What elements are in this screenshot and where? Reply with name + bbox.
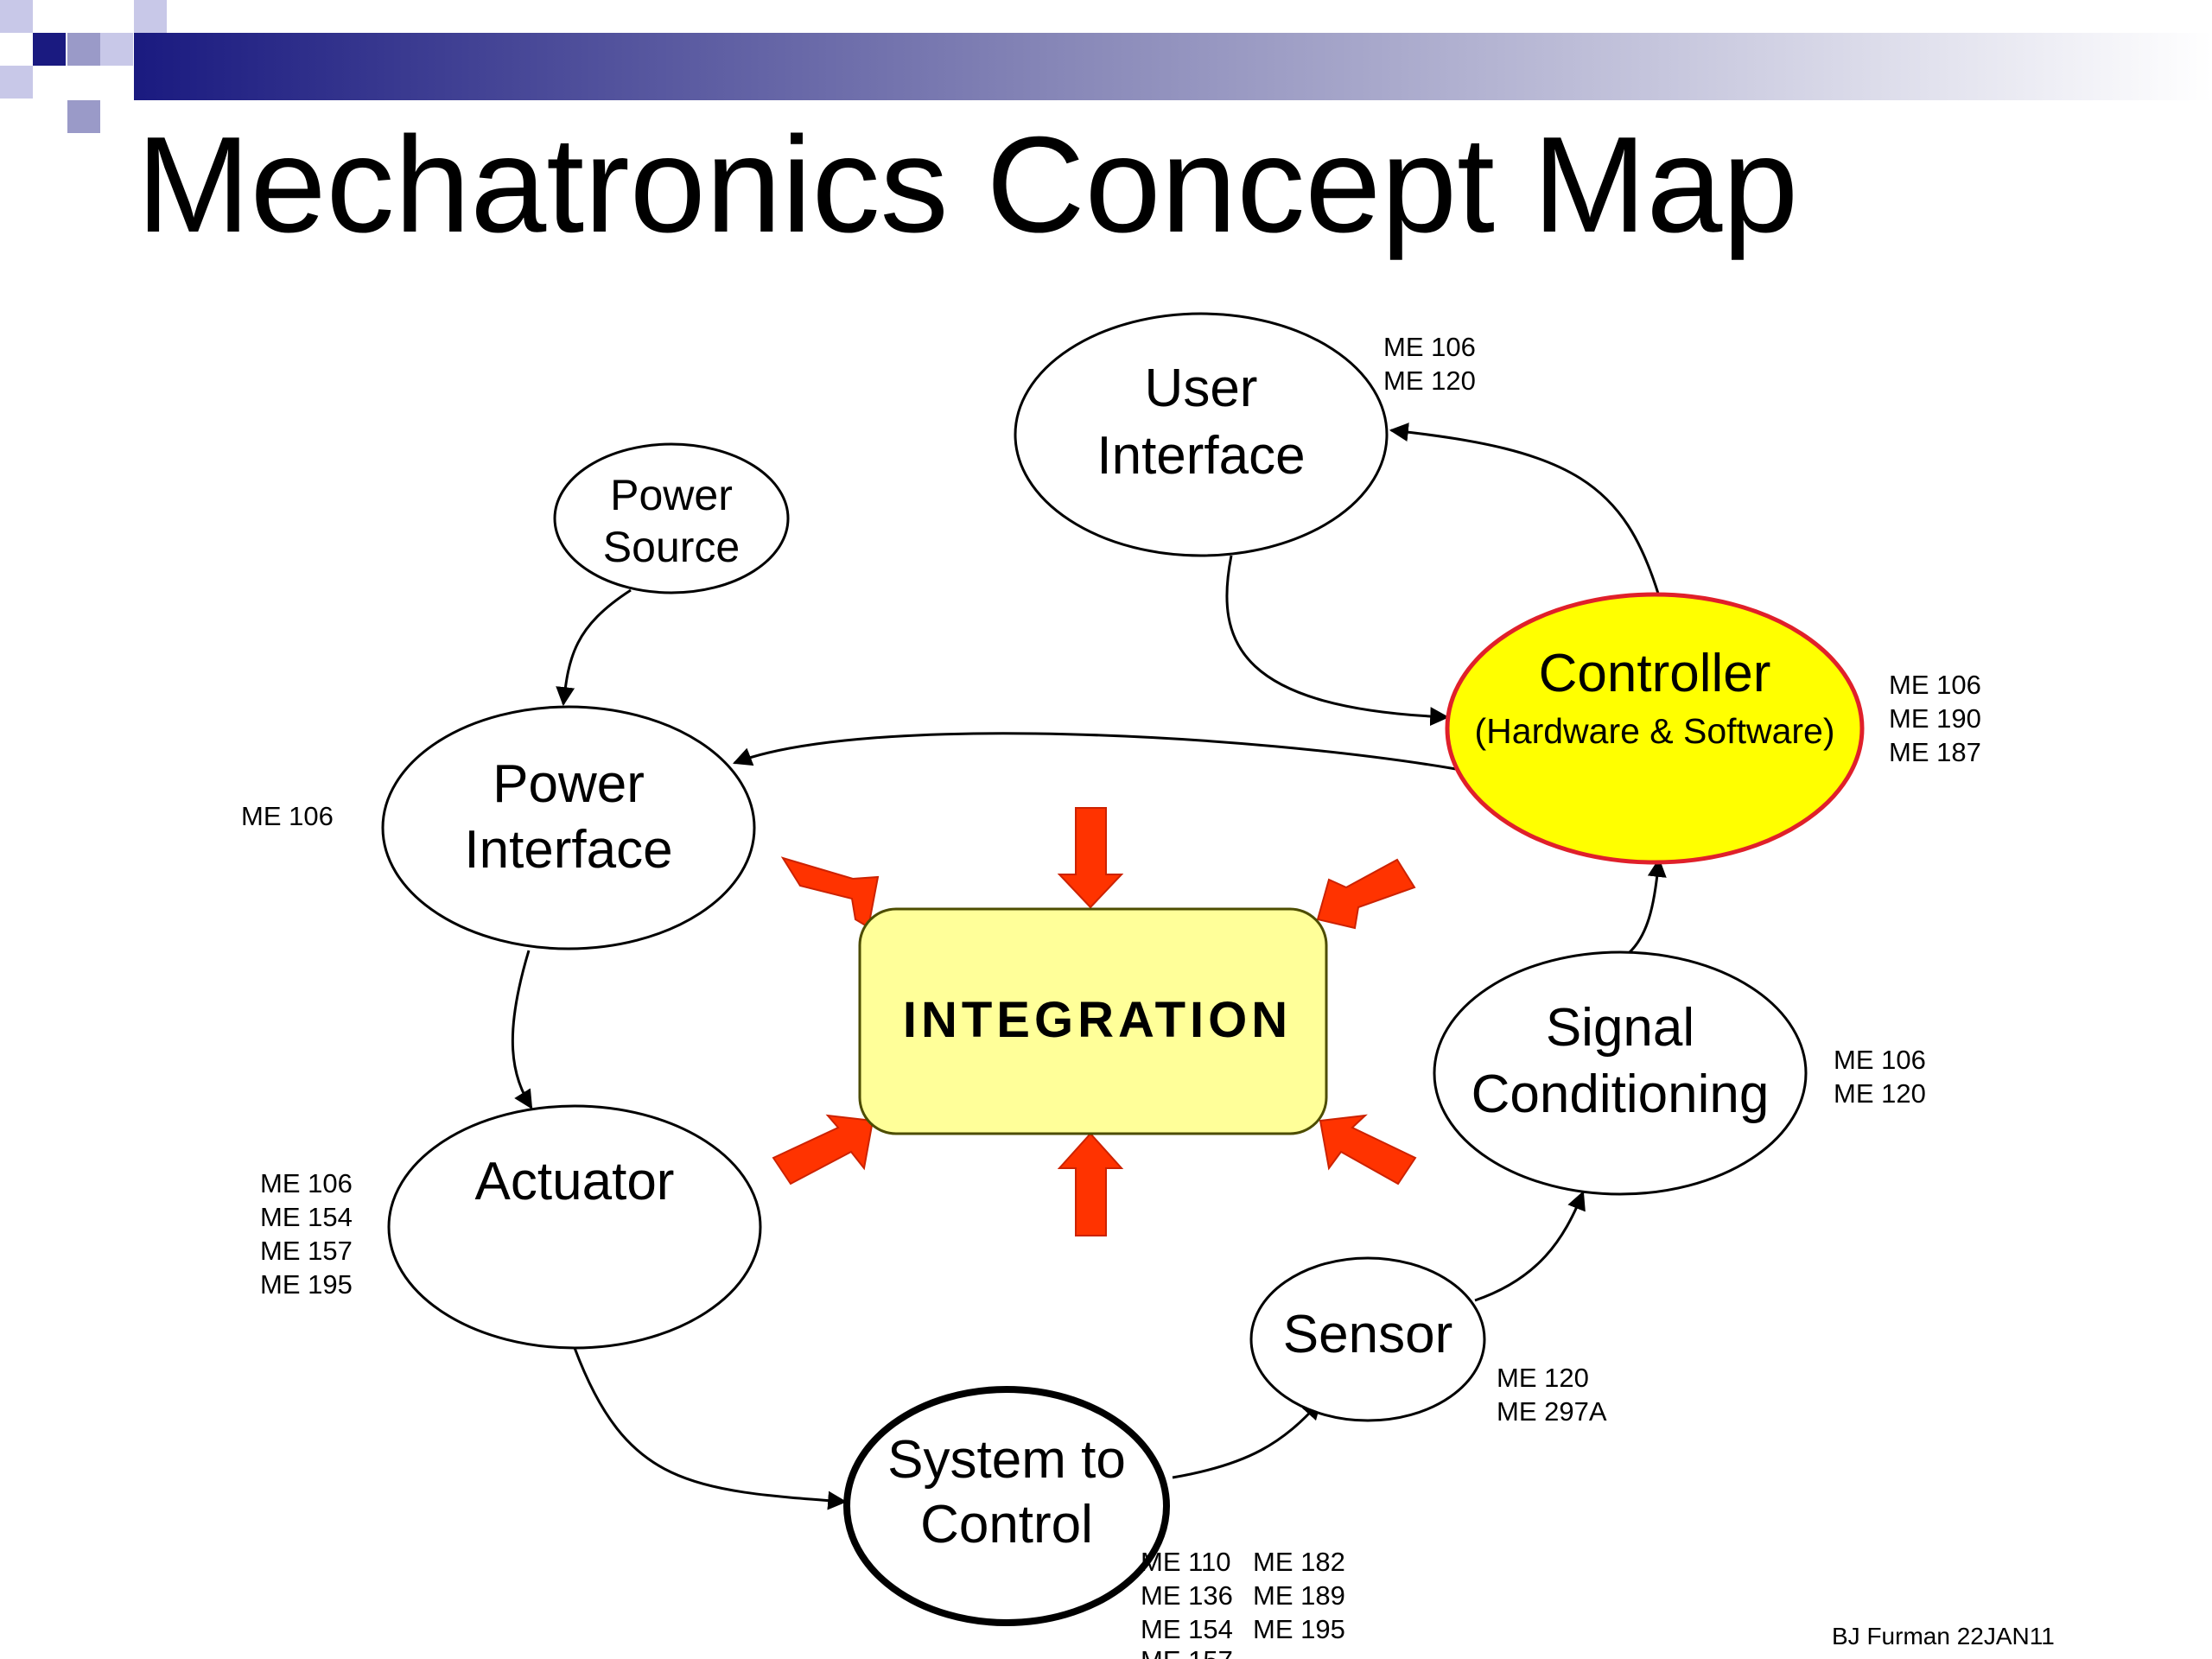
course-label: ME 154 xyxy=(1141,1614,1233,1644)
block-arrow-lower-left xyxy=(772,1114,874,1185)
node-power-interface: Power Interface xyxy=(381,705,756,950)
course-label: ME 120 xyxy=(1834,1078,1926,1109)
power-interface-label-line1: Power xyxy=(493,754,645,814)
arrow-actuator-to-system xyxy=(573,1347,848,1510)
integration-rect xyxy=(858,907,1328,1135)
user-interface-label-line2: Interface xyxy=(1096,426,1305,486)
banner-square xyxy=(134,0,167,33)
power-source-label-line2: Source xyxy=(603,523,740,571)
user-interface-label-line1: User xyxy=(1145,359,1258,418)
course-label: ME 120 xyxy=(1383,365,1476,396)
arrow-system-to-sensor xyxy=(1172,1400,1322,1479)
banner-square xyxy=(67,100,100,133)
node-power-source: Power Source xyxy=(553,442,790,594)
system-to-control-ellipse xyxy=(843,1386,1170,1626)
header-banner xyxy=(0,0,2212,133)
banner-square xyxy=(0,0,33,33)
arrow-sensor-to-signal-conditioning xyxy=(1474,1190,1586,1302)
banner-square xyxy=(67,66,100,99)
course-label: ME 189 xyxy=(1253,1580,1345,1611)
course-labels: ME 106 ME 120 ME 106 ME 190 ME 187 ME 10… xyxy=(241,332,1981,1659)
course-label: ME 154 xyxy=(260,1202,353,1232)
arrow-user-interface-to-controller xyxy=(1225,555,1450,727)
controller-title: Controller xyxy=(1539,644,1771,703)
banner-square xyxy=(67,33,100,66)
power-interface-ellipse xyxy=(381,705,756,950)
footer-credit: BJ Furman 22JAN11 xyxy=(1832,1623,2055,1649)
integration-label: INTEGRATION xyxy=(903,992,1292,1048)
banner-square xyxy=(33,33,66,66)
course-label: ME 136 xyxy=(1141,1580,1233,1611)
sensor-ellipse xyxy=(1249,1256,1486,1422)
user-interface-ellipse xyxy=(1014,312,1389,557)
course-label: ME 182 xyxy=(1253,1547,1345,1577)
course-label: ME 187 xyxy=(1889,737,1981,767)
block-arrow-upper-left xyxy=(780,856,880,929)
arrow-signal-conditioning-to-controller xyxy=(1627,857,1667,955)
course-label: ME 106 xyxy=(241,801,334,831)
node-sensor: Sensor xyxy=(1249,1256,1486,1422)
block-arrow-upper-right xyxy=(1316,858,1416,930)
course-label: ME 106 xyxy=(1889,670,1981,700)
block-arrow-down xyxy=(1057,807,1124,909)
banner-square xyxy=(0,66,33,99)
controller-subtitle: (Hardware & Software) xyxy=(1475,711,1835,751)
block-arrow-up xyxy=(1057,1132,1124,1236)
power-source-label-line1: Power xyxy=(610,471,733,519)
connectors xyxy=(511,423,1667,1510)
arrow-power-source-to-power-interface xyxy=(556,588,632,707)
node-user-interface: User Interface xyxy=(1014,312,1389,557)
integration-arrows xyxy=(772,807,1417,1236)
course-label: ME 106 xyxy=(1383,332,1476,362)
system-to-control-label-line1: System to xyxy=(887,1430,1126,1490)
system-to-control-label-line2: Control xyxy=(920,1495,1093,1554)
arrow-controller-to-user-interface xyxy=(1389,423,1661,597)
course-label: ME 106 xyxy=(260,1168,353,1198)
banner-square xyxy=(33,0,66,33)
course-label: ME 190 xyxy=(1889,703,1981,734)
course-label: ME 195 xyxy=(1253,1614,1345,1644)
course-label: ME 106 xyxy=(1834,1045,1926,1075)
banner-gradient-bar xyxy=(134,33,2212,100)
signal-conditioning-label-line2: Conditioning xyxy=(1471,1065,1770,1124)
node-actuator: Actuator xyxy=(387,1104,762,1350)
arrow-power-interface-to-actuator xyxy=(511,950,533,1109)
course-label: ME 157 xyxy=(260,1236,353,1266)
course-label: ME 120 xyxy=(1497,1363,1589,1393)
course-label: ME 110 xyxy=(1141,1547,1231,1577)
page-title: Mechatronics Concept Map xyxy=(137,109,1798,261)
course-label: ME 157 xyxy=(1141,1645,1233,1659)
banner-square xyxy=(100,33,133,66)
signal-conditioning-ellipse xyxy=(1433,950,1808,1196)
signal-conditioning-label-line1: Signal xyxy=(1546,998,1694,1058)
power-interface-label-line2: Interface xyxy=(464,820,672,880)
controller-ellipse xyxy=(1445,592,1865,865)
block-arrow-lower-right xyxy=(1319,1114,1417,1185)
actuator-ellipse xyxy=(387,1104,762,1350)
actuator-label: Actuator xyxy=(475,1152,675,1211)
sensor-label: Sensor xyxy=(1283,1305,1452,1364)
integration-box: INTEGRATION xyxy=(858,907,1328,1135)
node-controller: Controller (Hardware & Software) xyxy=(1445,592,1865,865)
course-label: ME 297A xyxy=(1497,1396,1607,1427)
node-system-to-control: System to Control xyxy=(843,1386,1170,1626)
arrow-controller-to-power-interface xyxy=(732,732,1457,771)
node-signal-conditioning: Signal Conditioning xyxy=(1433,950,1808,1196)
power-source-ellipse xyxy=(553,442,790,594)
course-label: ME 195 xyxy=(260,1269,353,1300)
